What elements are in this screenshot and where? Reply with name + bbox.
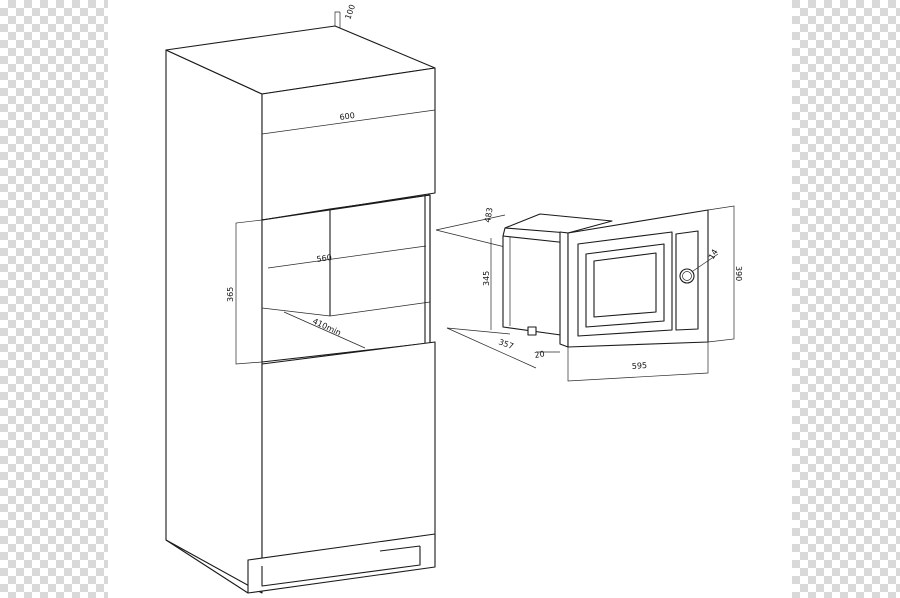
front-frame-side — [559, 231, 569, 348]
front-width-dim-bracket — [567, 342, 709, 382]
niche-shelf-back — [261, 307, 331, 317]
dim-appliance-body-height: 345 — [482, 271, 491, 286]
dim-appliance-body-depth: 483 — [483, 207, 495, 224]
cabinet-side-bottom — [165, 539, 249, 594]
niche-height-dim-bracket — [235, 219, 263, 365]
plinth-recess-top — [379, 545, 421, 552]
front-height-dim-bracket — [707, 205, 735, 343]
cabinet-plinth — [247, 533, 436, 594]
control-knob-inner — [682, 271, 692, 281]
side-depth-dim-diag — [446, 327, 537, 369]
microwave-foot — [527, 326, 537, 336]
door-window — [593, 252, 657, 318]
dim-front-width: 595 — [632, 361, 648, 371]
niche-top-edge — [329, 194, 431, 210]
plinth-recess — [261, 546, 421, 587]
dim-appliance-side-depth: 357 — [497, 337, 514, 351]
body-depth-dim-line-lower — [435, 229, 506, 248]
microwave-body-top — [504, 213, 613, 234]
top-depth-dim-line — [334, 11, 340, 26]
niche-depth-dim-line — [283, 311, 366, 349]
microwave-body-side — [502, 235, 569, 337]
niche-shelf-edge — [329, 301, 431, 317]
control-knob — [679, 268, 695, 284]
dim-knob-offset: 14 — [707, 248, 720, 261]
dim-cabinet-width: 600 — [339, 111, 355, 122]
side-depth-dim-line — [446, 327, 511, 335]
dim-front-height: 390 — [734, 266, 743, 281]
dim-front-frame-thickness: 20 — [534, 349, 546, 360]
body-depth-dim-line — [435, 214, 506, 231]
upper-front-dim-line — [261, 109, 436, 135]
dim-niche-height: 365 — [226, 287, 235, 302]
dim-niche-width: 560 — [316, 253, 332, 264]
cabinet-lower-door — [261, 341, 436, 567]
body-corner-edge — [502, 227, 506, 237]
knob-offset-leader — [692, 253, 719, 272]
cabinet-upper-front — [261, 67, 436, 221]
niche-width-dim-line — [267, 245, 427, 269]
niche-opening — [261, 194, 431, 363]
tall-cabinet — [165, 11, 436, 594]
built-in-microwave — [435, 205, 735, 382]
cabinet-side-panel — [165, 49, 263, 594]
dim-cabinet-top-depth: 100 — [343, 3, 357, 20]
